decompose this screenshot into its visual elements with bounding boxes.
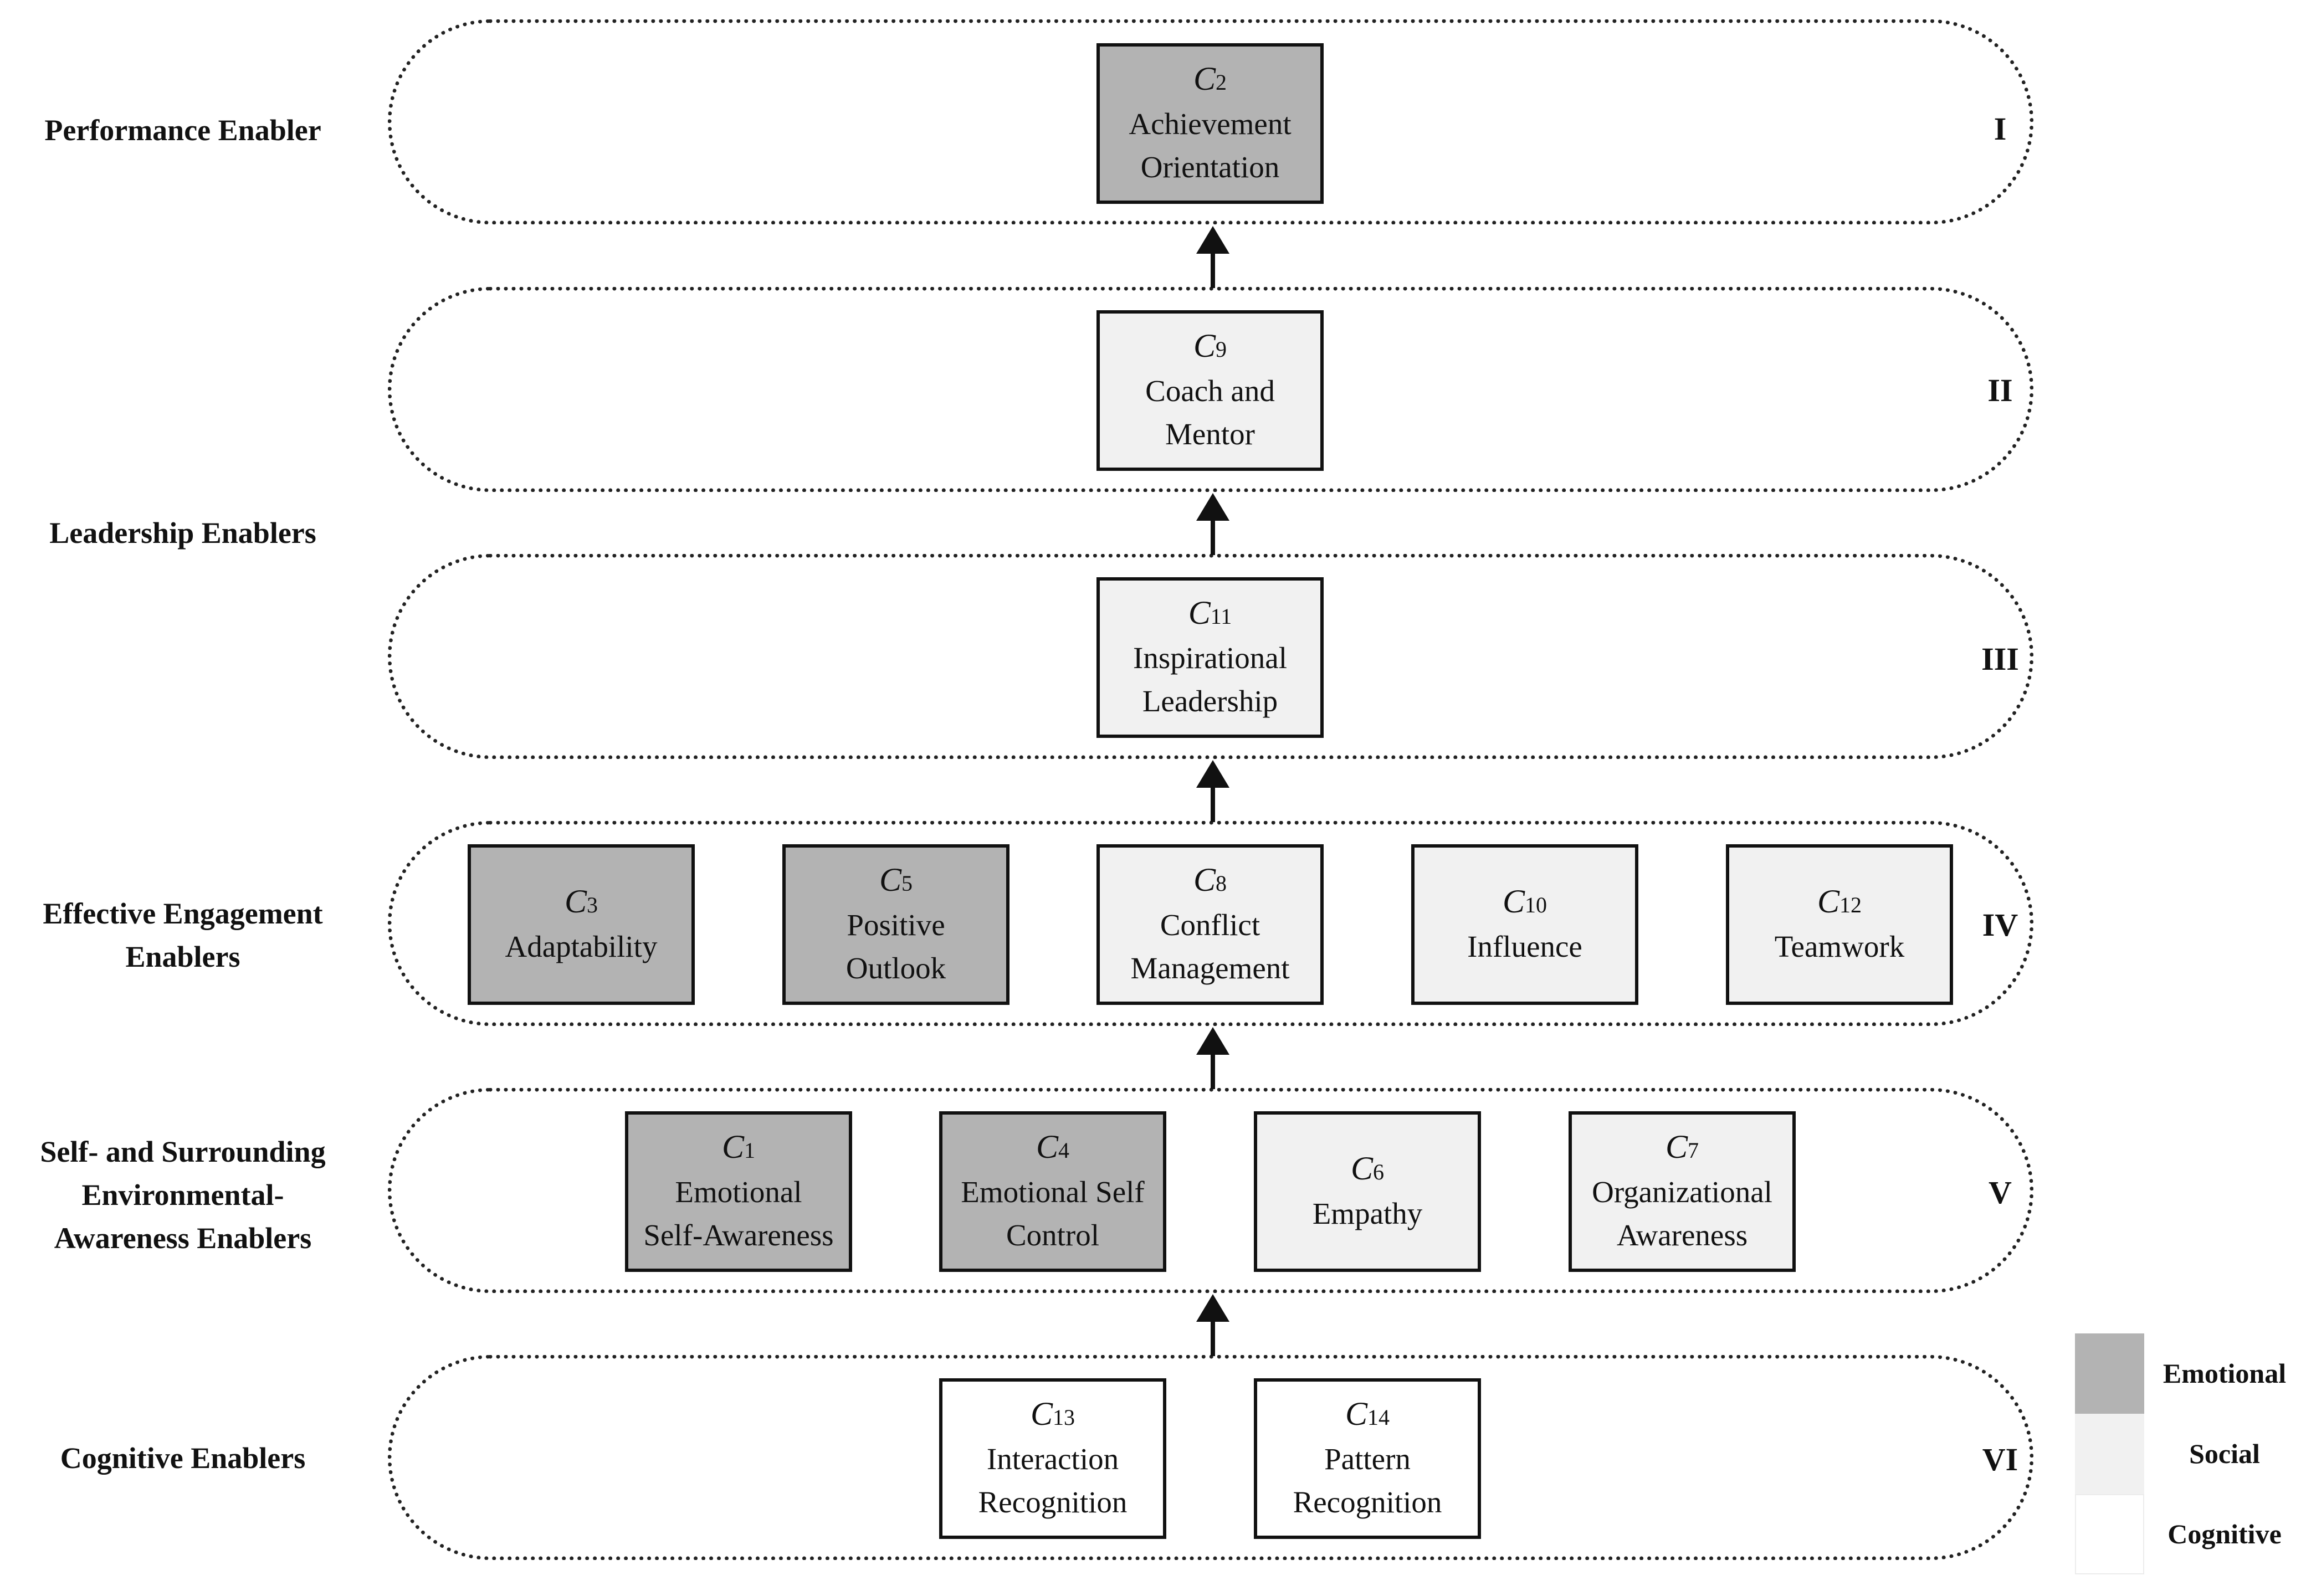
competency-name-line: Teamwork <box>1774 929 1905 963</box>
competency-name-line: Emotional Self <box>961 1174 1145 1209</box>
competency-name-line: Control <box>1006 1218 1100 1252</box>
competency-name-line: Interaction <box>986 1441 1119 1476</box>
up-arrow-icon <box>1196 760 1229 822</box>
competency-code: C14 <box>1345 1395 1390 1432</box>
competency-name-line: Emotional <box>675 1174 802 1209</box>
competency-box-c1: C1 Emotional Self-Awareness <box>625 1111 852 1272</box>
legend-swatch-emotional <box>2075 1333 2144 1414</box>
legend-label-cognitive: Cognitive <box>2167 1518 2282 1549</box>
competency-name-line: Recognition <box>978 1485 1128 1519</box>
level-label-engagement: Effective Engagement Enablers <box>0 892 366 978</box>
competency-name-line: Recognition <box>1293 1485 1442 1519</box>
competency-code: C3 <box>564 882 598 920</box>
competency-name-line: Inspirational <box>1133 640 1287 675</box>
competency-box-c5: C5 Positive Outlook <box>782 844 1009 1005</box>
level-label-awareness: Self- and Surrounding Environmental- Awa… <box>0 1130 366 1260</box>
label-line: Self- and Surrounding <box>40 1135 326 1168</box>
competency-name-line: Outlook <box>845 951 946 985</box>
competency-box-c3: C3 Adaptability <box>468 844 695 1005</box>
competency-name-line: Organizational <box>1592 1174 1772 1209</box>
legend-swatch-social <box>2075 1414 2144 1494</box>
competency-code: C11 <box>1188 594 1232 631</box>
competency-box-c7: C7 Organizational Awareness <box>1569 1111 1796 1272</box>
competency-name-line: Positive <box>847 907 945 942</box>
competency-name-line: Adaptability <box>505 929 658 963</box>
level-band-iv <box>388 821 2033 1026</box>
competency-box-c12: C12 Teamwork <box>1726 844 1953 1005</box>
up-arrow-icon <box>1196 493 1229 555</box>
competency-box-c10: C10 Influence <box>1411 844 1638 1005</box>
competency-code: C12 <box>1817 882 1862 920</box>
competency-name-line: Pattern <box>1324 1441 1411 1476</box>
competency-code: C7 <box>1665 1128 1699 1165</box>
level-numeral: VI <box>1982 1441 2018 1477</box>
level-label-leadership: Leadership Enablers <box>0 511 366 555</box>
competency-name-line: Conflict <box>1160 907 1260 942</box>
competency-code: C13 <box>1030 1395 1075 1432</box>
competency-name-line: Achievement <box>1129 106 1292 141</box>
competency-name-line: Leadership <box>1142 684 1278 718</box>
competency-code: C9 <box>1193 327 1227 364</box>
competency-box-c8: C8 Conflict Management <box>1096 844 1324 1005</box>
competency-name-line: Empathy <box>1312 1196 1423 1230</box>
level-band-v <box>388 1088 2033 1293</box>
competency-code: C2 <box>1193 60 1227 97</box>
legend-label-emotional: Emotional <box>2162 1358 2287 1389</box>
label-line: Awareness Enablers <box>54 1222 312 1255</box>
level-numeral: V <box>1989 1174 2012 1210</box>
competency-box-c11: C11 Inspirational Leadership <box>1096 577 1324 738</box>
competency-box-c4: C4 Emotional Self Control <box>939 1111 1166 1272</box>
level-band-ii <box>388 287 2033 492</box>
level-label-performance: Performance Enabler <box>0 109 366 152</box>
competency-code: C6 <box>1350 1149 1385 1187</box>
label-line: Leadership Enablers <box>49 516 316 550</box>
competency-name-line: Management <box>1130 951 1290 985</box>
label-line: Effective Engagement <box>43 897 323 930</box>
competency-box-c9: C9 Coach and Mentor <box>1096 310 1324 471</box>
label-line: Performance Enabler <box>44 114 321 147</box>
competency-box-c6: C6 Empathy <box>1254 1111 1481 1272</box>
up-arrow-icon <box>1196 1027 1229 1089</box>
competency-code: C10 <box>1502 882 1547 920</box>
competency-code: C1 <box>721 1128 756 1165</box>
competency-name-line: Mentor <box>1165 417 1255 451</box>
level-numeral: IV <box>1982 907 2018 943</box>
label-line: Environmental- <box>81 1178 284 1212</box>
up-arrow-icon <box>1196 1294 1229 1356</box>
label-line: Enablers <box>125 940 240 973</box>
level-band-iii <box>388 554 2033 759</box>
competency-name-line: Coach and <box>1145 373 1275 408</box>
competency-box-c13: C13 Interaction Recognition <box>939 1378 1166 1539</box>
level-numeral: I <box>1994 111 2007 147</box>
level-label-cognitive: Cognitive Enablers <box>0 1436 366 1480</box>
legend-label-social: Social <box>2189 1438 2260 1469</box>
competency-box-c14: C14 Pattern Recognition <box>1254 1378 1481 1539</box>
level-band-i <box>388 19 2033 224</box>
level-numeral: III <box>1981 641 2019 677</box>
competency-name-line: Self-Awareness <box>643 1218 834 1252</box>
level-band-vi <box>388 1355 2033 1560</box>
up-arrow-icon <box>1196 226 1229 288</box>
competency-name-line: Orientation <box>1140 150 1280 184</box>
label-line: Cognitive Enablers <box>60 1441 306 1475</box>
competency-box-c2: C2 Achievement Orientation <box>1096 43 1324 204</box>
level-numeral: II <box>1987 372 2013 408</box>
competency-name-line: Influence <box>1467 929 1582 963</box>
legend-swatch-cognitive <box>2075 1494 2144 1574</box>
competency-code: C4 <box>1036 1128 1070 1165</box>
competency-name-line: Awareness <box>1616 1218 1748 1252</box>
competency-code: C8 <box>1193 861 1227 898</box>
competency-code: C5 <box>879 861 913 898</box>
